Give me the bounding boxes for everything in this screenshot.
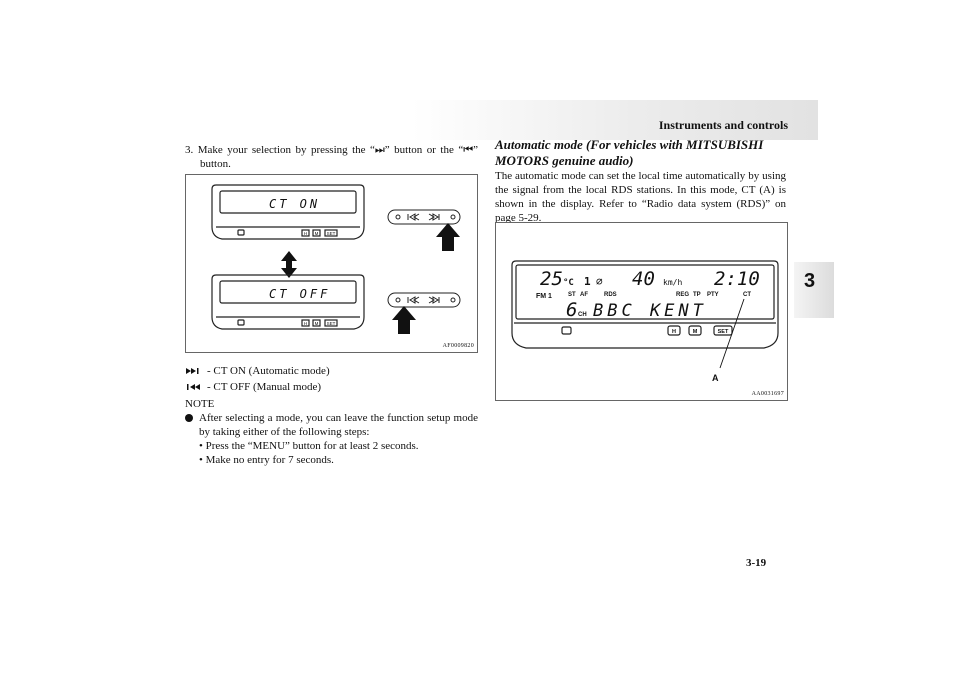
svg-text:SET: SET — [718, 329, 729, 335]
prev-track-icon — [187, 384, 200, 390]
callout-label-a: A — [712, 373, 719, 383]
svg-text:km/h: km/h — [663, 278, 682, 287]
section-title: Instruments and controls — [658, 118, 788, 132]
legend-row-ct-off: - CT OFF (Manual mode) — [185, 379, 330, 395]
note-block: NOTE After selecting a mode, you can lea… — [185, 397, 478, 467]
skip-buttons-bottom — [387, 292, 461, 308]
next-track-icon — [186, 368, 199, 374]
clock-readout: 2:10 — [714, 268, 760, 290]
figure-code: AA0031697 — [751, 391, 784, 397]
press-arrow-bottom — [392, 306, 416, 334]
note-title: NOTE — [185, 398, 215, 410]
ct-indicator: CT — [743, 292, 751, 298]
step-paragraph: 3. Make your selection by pressing the “… — [185, 143, 478, 171]
svg-text:PTY: PTY — [707, 292, 719, 298]
svg-text:∅: ∅ — [596, 275, 603, 288]
temp-readout: 25 — [540, 268, 563, 290]
callout-line — [719, 298, 745, 369]
station-name: BBC KENT — [593, 301, 707, 321]
legend-text-ct-off: - CT OFF (Manual mode) — [207, 381, 322, 393]
speed-readout: 40 — [632, 268, 655, 290]
chapter-number: 3 — [804, 270, 816, 292]
audio-display-illustration: 25 °C 1 ∅ 40 km/h 2:10 FM 1 ST AF RDS RE… — [511, 260, 779, 383]
double-arrow — [281, 251, 297, 278]
display-ct-on: CT ON — [269, 197, 320, 211]
svg-text:CH: CH — [578, 312, 587, 318]
header-band — [412, 100, 818, 140]
svg-text:1: 1 — [584, 275, 591, 288]
automatic-mode-section: Automatic mode (For vehicles with MITSUB… — [495, 137, 786, 225]
svg-text:REG: REG — [676, 292, 689, 298]
skip-buttons-top — [387, 209, 461, 225]
ct-mode-illustration: CT ON H M SET CT OFF H M SET — [211, 184, 461, 334]
svg-text:ST: ST — [568, 292, 576, 298]
bullet-icon — [185, 414, 193, 422]
note-sub-1: • Press the “MENU” button for at least 2… — [199, 440, 419, 452]
svg-text:RDS: RDS — [604, 292, 617, 298]
svg-text:AF: AF — [580, 292, 588, 298]
note-bullet: After selecting a mode, you can leave th… — [185, 411, 478, 439]
svg-text:°C: °C — [563, 278, 574, 288]
band-label: FM 1 — [536, 293, 552, 300]
step-3-text: 3. Make your selection by pressing the “… — [185, 144, 478, 170]
automatic-mode-heading: Automatic mode (For vehicles with MITSUB… — [495, 137, 764, 168]
unit-bottom — [211, 274, 365, 330]
display-ct-off: CT OFF — [269, 287, 330, 301]
note-bullet-text: After selecting a mode, you can leave th… — [199, 412, 478, 438]
figure-display-ct: 25 °C 1 ∅ 40 km/h 2:10 FM 1 ST AF RDS RE… — [495, 222, 788, 401]
legend-row-ct-on: - CT ON (Automatic mode) — [185, 363, 330, 379]
svg-text:M: M — [315, 321, 319, 326]
note-sub-2: • Make no entry for 7 seconds. — [199, 454, 334, 466]
chapter-tab — [794, 262, 834, 318]
legend-text-ct-on: - CT ON (Automatic mode) — [207, 365, 330, 377]
unit-top — [211, 184, 365, 240]
svg-text:TP: TP — [693, 292, 701, 298]
automatic-mode-paragraph: The automatic mode can set the local tim… — [495, 170, 786, 224]
svg-text:H: H — [304, 321, 307, 326]
figure-code: AF0009820 — [442, 343, 474, 349]
display-unit — [511, 260, 779, 349]
legend: - CT ON (Automatic mode) - CT OFF (Manua… — [185, 363, 330, 395]
svg-text:M: M — [693, 329, 698, 335]
page-number: 3-19 — [746, 557, 767, 569]
svg-text:H: H — [304, 231, 307, 236]
channel-number: 6 — [566, 299, 577, 321]
figure-ct-mode: CT ON H M SET CT OFF H M SET — [185, 174, 478, 353]
press-arrow-top — [436, 223, 460, 251]
svg-text:SET: SET — [327, 321, 336, 326]
svg-text:SET: SET — [327, 231, 336, 236]
svg-text:M: M — [315, 231, 319, 236]
svg-text:H: H — [672, 329, 676, 335]
